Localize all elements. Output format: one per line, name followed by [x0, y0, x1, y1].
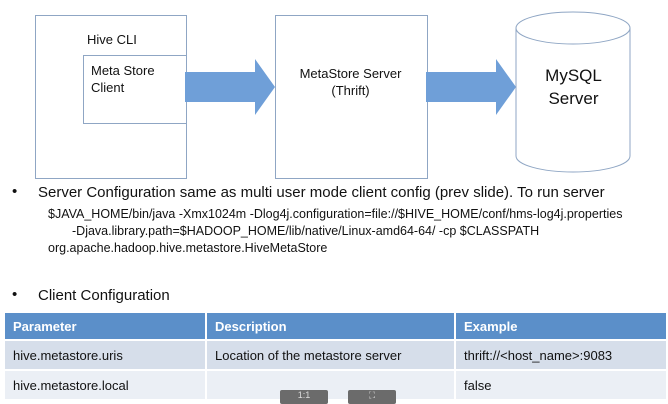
- table-header: Parameter Description Example: [5, 313, 668, 340]
- command-line-3: org.apache.hadoop.hive.metastore.HiveMet…: [48, 241, 328, 255]
- cell-parameter: hive.metastore.uris: [5, 339, 207, 370]
- command-line-1: $JAVA_HOME/bin/java -Xmx1024m -Dlog4j.co…: [48, 207, 623, 221]
- header-description: Description: [206, 313, 456, 340]
- server-label-2: (Thrift): [331, 83, 370, 98]
- cell-description: [206, 369, 456, 399]
- cell-example: false: [455, 369, 668, 399]
- metastore-client-box: [83, 55, 187, 124]
- command-line-2: -Djava.library.path=$HADOOP_HOME/lib/nat…: [72, 224, 540, 238]
- metastore-server-box: [275, 15, 428, 179]
- cell-parameter: hive.metastore.local: [5, 369, 207, 399]
- client-label-1: Meta Store: [91, 63, 155, 78]
- server-label-1: MetaStore Server: [299, 66, 402, 81]
- client-label-2: Client: [91, 80, 125, 95]
- header-parameter: Parameter: [5, 313, 207, 340]
- zoom-1to1-button[interactable]: 1:1: [280, 390, 328, 404]
- bullet-dot: •: [12, 286, 18, 303]
- cell-description: Location of the metastore server: [206, 339, 456, 370]
- arrow-server-to-db: [426, 59, 516, 115]
- cell-example: thrift://<host_name>:9083: [455, 339, 668, 370]
- db-label-2: Server: [548, 89, 599, 108]
- db-label-1: MySQL: [545, 66, 602, 85]
- arrow-client-to-server: [185, 59, 275, 115]
- fullscreen-icon: ⛶: [368, 390, 376, 400]
- bullet-client-config: Client Configuration: [38, 287, 170, 304]
- database-cylinder-icon: [515, 11, 631, 173]
- bullet-dot: •: [12, 183, 18, 200]
- hive-cli-label: Hive CLI: [87, 32, 137, 47]
- client-config-table: Parameter Description Example hive.metas…: [5, 313, 668, 399]
- table-row: hive.metastore.uris Location of the meta…: [5, 339, 668, 370]
- bullet-server-config: Server Configuration same as multi user …: [38, 184, 605, 201]
- fullscreen-button[interactable]: ⛶: [348, 390, 396, 404]
- table-row: hive.metastore.local false: [5, 369, 668, 399]
- zoom-label: 1:1: [297, 390, 311, 400]
- header-example: Example: [455, 313, 668, 340]
